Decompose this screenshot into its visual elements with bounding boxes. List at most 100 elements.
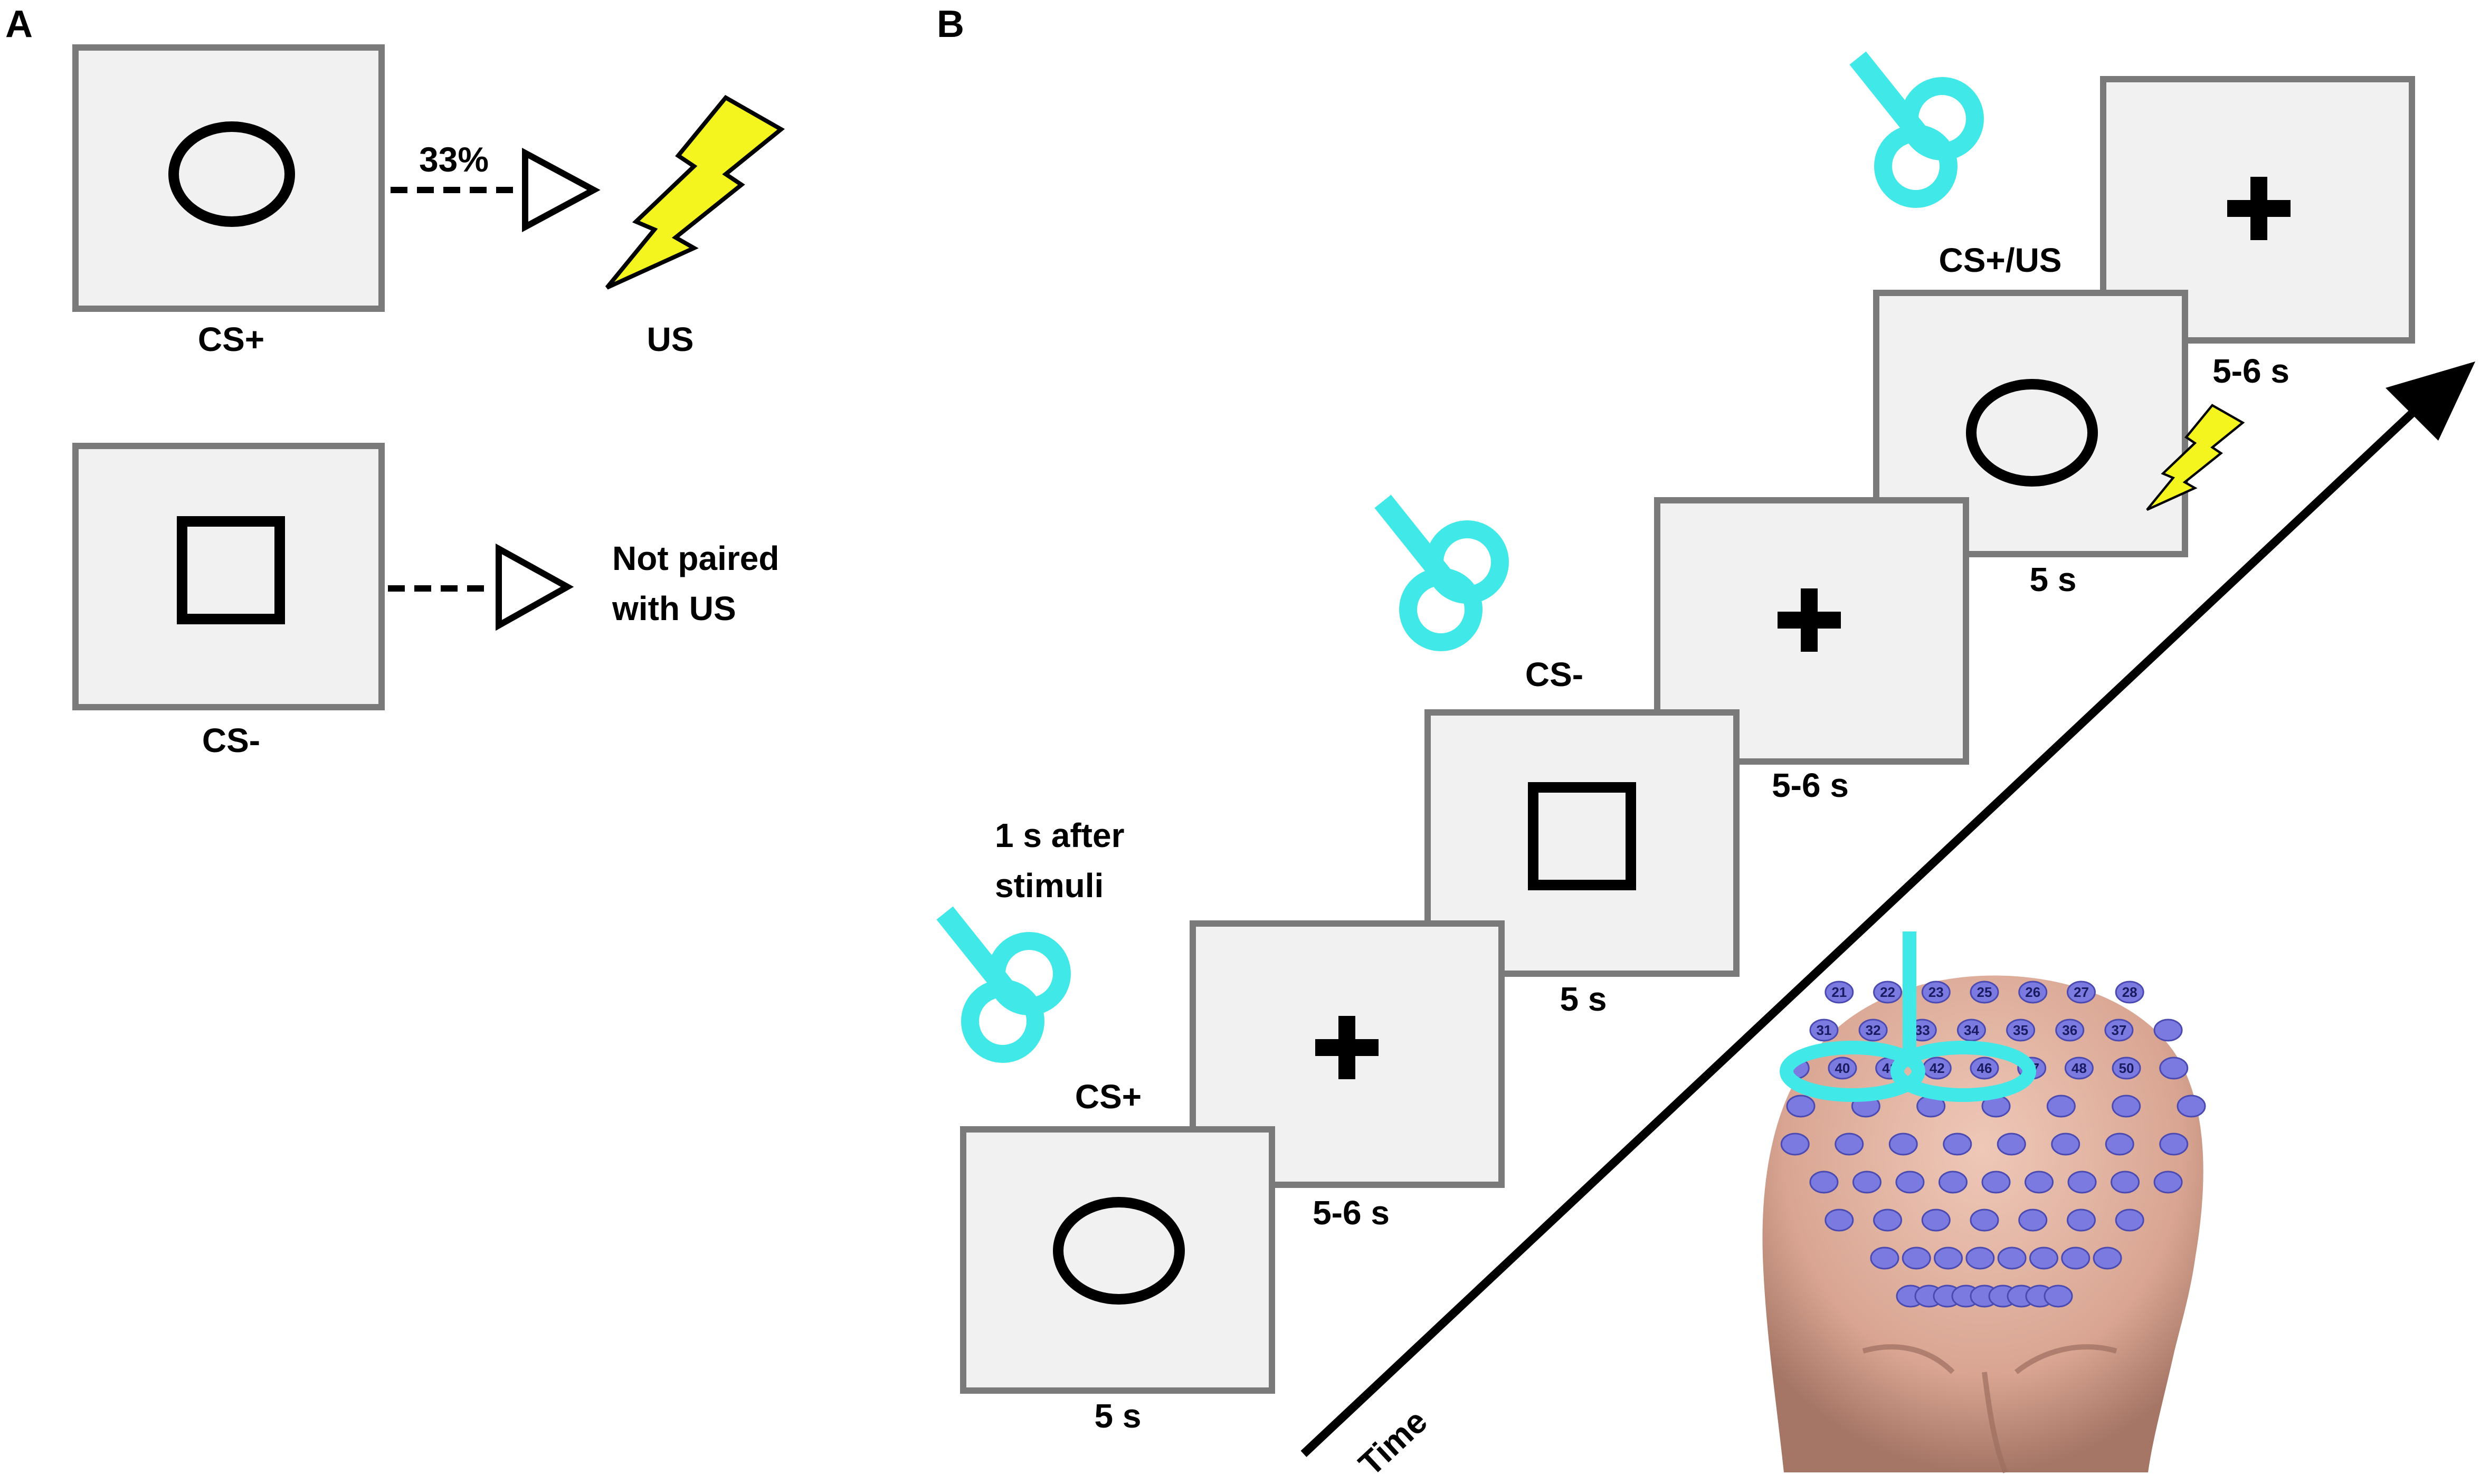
tms-coil-icon (945, 913, 1062, 1054)
electrode-dot (2104, 1019, 2134, 1042)
timeline-duration-1: 5 s (1095, 1397, 1142, 1435)
not-paired-line2: with US (612, 589, 736, 627)
electrode-dot (2066, 981, 2096, 1004)
panel-a-cs-plus-screen (72, 44, 385, 312)
electrode-dot (2051, 1133, 2080, 1156)
electrode-number: 28 (2122, 984, 2137, 1000)
electrode-dot (2006, 1019, 2036, 1042)
time-axis-label: Time (1351, 1402, 1434, 1483)
electrode-dot (1970, 1057, 1999, 1080)
electrode-number: 22 (1880, 984, 1895, 1000)
timeline-top-label-5: CS+/US (1939, 241, 2062, 279)
electrode-dot (2093, 1247, 2122, 1270)
circle-stimulus (1053, 1197, 1185, 1305)
electrode-dot (1965, 1247, 1995, 1270)
electrode-dot (1870, 1247, 1899, 1270)
electrode-dot (2115, 981, 2144, 1004)
tms-coil-icon (1858, 58, 1975, 199)
panel-a-letter: A (5, 3, 33, 45)
electrode-number: 37 (2111, 1022, 2126, 1038)
electrode-dot (1809, 1171, 1839, 1194)
tms-timing-note-line1: 1 s after (995, 816, 1124, 854)
not-paired-line1: Not paired (612, 539, 779, 577)
electrode-dot (1873, 981, 1903, 1004)
circle-stimulus (168, 121, 295, 227)
electrode-dot (1858, 1019, 1888, 1042)
electrode-dot (2066, 1209, 2096, 1232)
electrode-number: 42 (1930, 1060, 1945, 1076)
timeline-duration-4: 5-6 s (1772, 766, 1849, 804)
electrode-dot (2044, 1285, 2073, 1308)
panel-b-letter: B (937, 3, 964, 45)
panel-a-cs-minus-label: CS- (202, 721, 260, 759)
tms-coil-icon (1383, 501, 1500, 642)
electrode-number: 21 (1831, 984, 1847, 1000)
electrode-dot (1786, 1095, 1816, 1118)
electrode-dot (1895, 1171, 1925, 1194)
triangle-arrow-icon (496, 543, 574, 631)
electrode-dot (2055, 1019, 2085, 1042)
electrode-number: 36 (2062, 1022, 2077, 1038)
electrode-dot (2018, 1209, 2048, 1232)
electrode-dot (2177, 1095, 2206, 1118)
electrode-dot (1828, 1057, 1857, 1080)
electrode-dot (1997, 1133, 2026, 1156)
electrode-dot (1943, 1133, 1972, 1156)
electrode-dot (2029, 1247, 2058, 1270)
electrode-dot (2159, 1133, 2189, 1156)
electrode-dot (2046, 1095, 2076, 1118)
circle-stimulus (1966, 379, 2098, 487)
head-face-shadow (1862, 1344, 2117, 1473)
electrode-dot (2064, 1057, 2094, 1080)
electrode-dot (2105, 1133, 2134, 1156)
electrode-number: 25 (1977, 984, 1992, 1000)
tms-coil-on-head-icon (1780, 931, 2036, 1102)
electrode-dot (2153, 1019, 2183, 1042)
us-label: US (647, 320, 694, 358)
electrode-dot (2115, 1209, 2144, 1232)
electrode-dot (2067, 1171, 2097, 1194)
electrode-dot (1825, 981, 1854, 1004)
electrode-number: 46 (1977, 1060, 1992, 1076)
electrode-dot (1852, 1171, 1882, 1194)
electrode-dot (1970, 981, 1999, 1004)
electrode-dot (1902, 1247, 1931, 1270)
panel-a-cs-minus-screen (72, 443, 385, 710)
electrode-number: 40 (1835, 1060, 1850, 1076)
electrode-dot (2112, 1095, 2141, 1118)
electrode-number: 34 (1964, 1022, 1979, 1038)
electrode-dot (1888, 1133, 1918, 1156)
lightning-bolt-icon (607, 98, 781, 288)
electrode-dot (1938, 1171, 1968, 1194)
timeline-duration-6: 5-6 s (2212, 352, 2289, 390)
panel-a-cs-plus-label: CS+ (198, 320, 264, 358)
electrode-number: 32 (1866, 1022, 1881, 1038)
electrode-dot (1780, 1133, 1810, 1156)
electrode-dot (1835, 1133, 1864, 1156)
electrode-dot (2061, 1247, 2091, 1270)
electrode-dot (1934, 1247, 1963, 1270)
electrode-number: 50 (2119, 1060, 2134, 1076)
electrode-dot (1809, 1019, 1839, 1042)
timeline-duration-3: 5 s (1560, 980, 1607, 1018)
timeline-duration-2: 5-6 s (1313, 1194, 1390, 1232)
electrode-number: 31 (1816, 1022, 1831, 1038)
electrode-dot (2111, 1171, 2140, 1194)
electrode-dot (1921, 981, 1951, 1004)
time-axis-arrowhead (2386, 362, 2475, 441)
electrode-dot (2153, 1171, 2183, 1194)
electrode-dot (2018, 981, 2048, 1004)
electrode-number: 23 (1928, 984, 1944, 1000)
electrode-dot (1997, 1247, 2027, 1270)
electrode-dots (1780, 981, 2206, 1308)
electrode-dot (1873, 1209, 1903, 1232)
electrode-dot (1825, 1209, 1854, 1232)
electrode-number: 27 (2074, 984, 2089, 1000)
square-stimulus (1528, 782, 1636, 890)
triangle-arrow-icon (522, 147, 601, 233)
tms-timing-note-line2: stimuli (995, 867, 1104, 905)
electrode-dot (1981, 1171, 2011, 1194)
electrode-dot (2112, 1057, 2141, 1080)
electrode-number: 48 (2072, 1060, 2087, 1076)
